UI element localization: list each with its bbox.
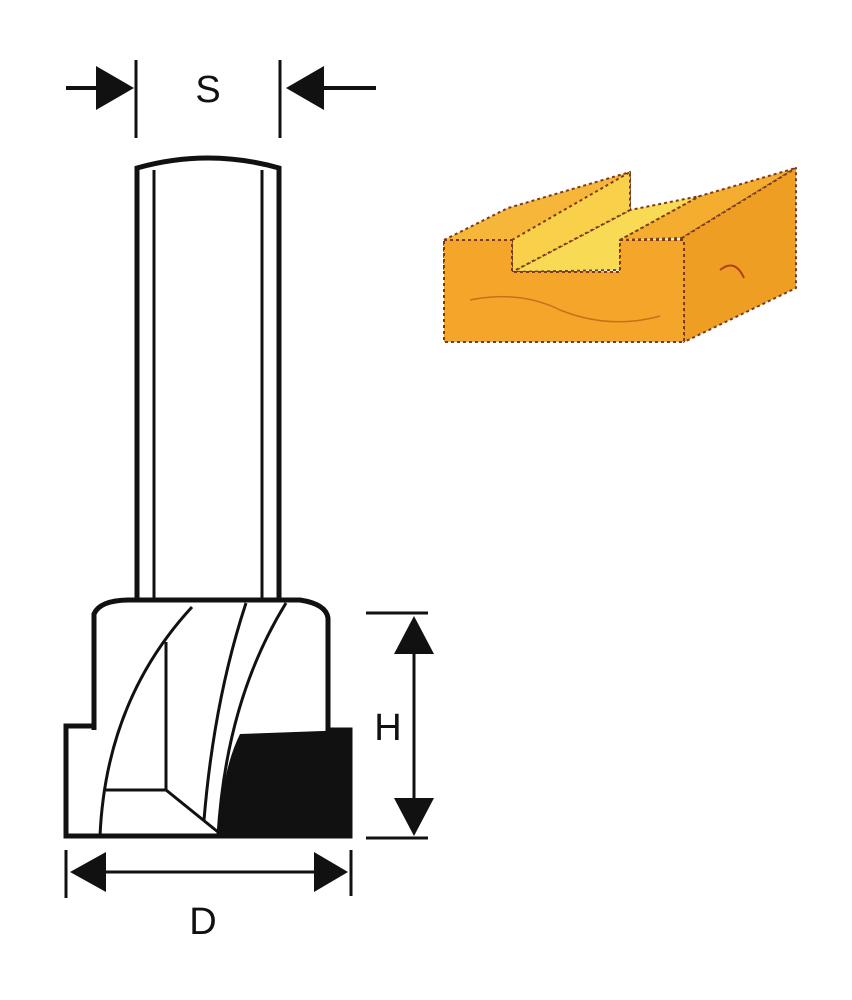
carbide-tip — [218, 730, 350, 836]
arrow-left-icon — [286, 66, 324, 110]
arrow-left-icon — [70, 852, 106, 892]
dimension-label-s: S — [195, 69, 220, 111]
router-bit-cutter — [63, 597, 353, 839]
arrow-right-icon — [96, 66, 134, 110]
router-bit-shank — [134, 155, 282, 600]
wood-workpiece — [443, 167, 797, 343]
shank-dimension-s: S — [66, 60, 376, 138]
arrow-right-icon — [314, 852, 348, 892]
dimension-label-h: H — [374, 707, 401, 749]
height-dimension-h: H — [366, 611, 434, 840]
dimension-label-d: D — [189, 901, 216, 943]
arrow-down-icon — [394, 798, 434, 836]
diameter-dimension-d: D — [64, 850, 353, 943]
arrow-up-icon — [394, 616, 434, 654]
